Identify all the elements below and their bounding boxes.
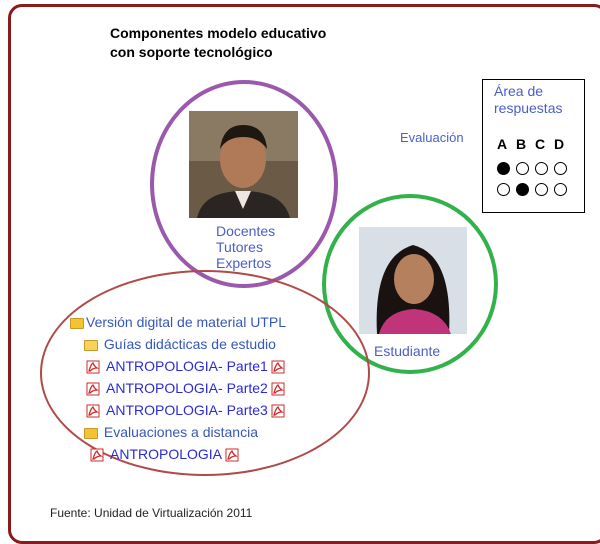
pdf-icon <box>86 380 100 396</box>
answer-bubble-a[interactable] <box>497 183 510 197</box>
pdf-icon <box>225 446 239 462</box>
source-caption: Fuente: Unidad de Virtualización 2011 <box>50 506 253 520</box>
expertos-label: Expertos <box>216 255 272 271</box>
pdf-icon <box>86 402 100 418</box>
answer-area-title: Área de respuestas <box>494 83 562 117</box>
guide-item-2[interactable]: ANTROPOLOGIA- Parte2 <box>86 378 302 400</box>
guide-link-1[interactable]: ANTROPOLOGIA- Parte1 <box>106 358 268 374</box>
answer-area-title-line1: Área de <box>494 83 544 99</box>
answer-area-title-line2: respuestas <box>494 100 563 116</box>
evaluacion-label: Evaluación <box>400 130 464 145</box>
material-tree: Versión digital de material UTPL Guías d… <box>70 312 286 466</box>
docente-photo <box>189 111 298 218</box>
open-folder-icon <box>84 339 98 351</box>
pdf-icon <box>90 446 104 462</box>
answer-bubble-d[interactable] <box>554 162 567 176</box>
evaluation-link-1[interactable]: ANTROPOLOGIA <box>110 446 223 462</box>
guide-link-2[interactable]: ANTROPOLOGIA- Parte2 <box>106 380 268 396</box>
guide-item-1[interactable]: ANTROPOLOGIA- Parte1 <box>86 356 302 378</box>
answer-bubble-c[interactable] <box>535 183 548 197</box>
answer-letter-c: C <box>535 136 546 152</box>
guides-folder-label: Guías didácticas de estudio <box>103 336 276 352</box>
answer-bubble-d[interactable] <box>554 183 567 197</box>
tree-root[interactable]: Versión digital de material UTPL <box>70 312 286 334</box>
pdf-icon <box>271 402 285 418</box>
pdf-icon <box>271 380 285 396</box>
guide-link-3[interactable]: ANTROPOLOGIA- Parte3 <box>106 402 268 418</box>
answer-row-1 <box>497 160 573 178</box>
answer-letter-a: A <box>497 136 508 152</box>
docente-role-labels: Docentes Tutores Expertos <box>216 223 275 271</box>
answer-bubble-b[interactable] <box>516 183 529 197</box>
evaluation-item-1[interactable]: ANTROPOLOGIA <box>90 444 306 466</box>
tutores-label: Tutores <box>216 239 263 255</box>
estudiante-ellipse <box>322 194 498 374</box>
evaluations-folder-label: Evaluaciones a distancia <box>103 424 258 440</box>
answer-bubble-a[interactable] <box>497 162 510 176</box>
tree-guides-folder[interactable]: Guías didácticas de estudio <box>84 334 300 356</box>
answer-bubble-c[interactable] <box>535 162 548 176</box>
docentes-label: Docentes <box>216 223 276 239</box>
diagram-title: Componentes modelo educativo con soporte… <box>110 25 327 60</box>
estudiante-photo <box>359 227 467 334</box>
material-ellipse <box>40 270 370 476</box>
answer-letter-d: D <box>554 136 565 152</box>
answer-letter-b: B <box>516 136 527 152</box>
tree-evaluations-folder[interactable]: Evaluaciones a distancia <box>84 422 300 444</box>
estudiante-label: Estudiante <box>374 343 441 359</box>
answer-bubble-b[interactable] <box>516 162 529 176</box>
folder-icon <box>70 317 84 329</box>
pdf-icon <box>271 358 285 374</box>
tree-root-label: Versión digital de material UTPL <box>86 314 286 330</box>
guide-item-3[interactable]: ANTROPOLOGIA- Parte3 <box>86 400 302 422</box>
pdf-icon <box>86 358 100 374</box>
answer-row-2 <box>497 181 573 199</box>
folder-icon <box>84 427 98 439</box>
